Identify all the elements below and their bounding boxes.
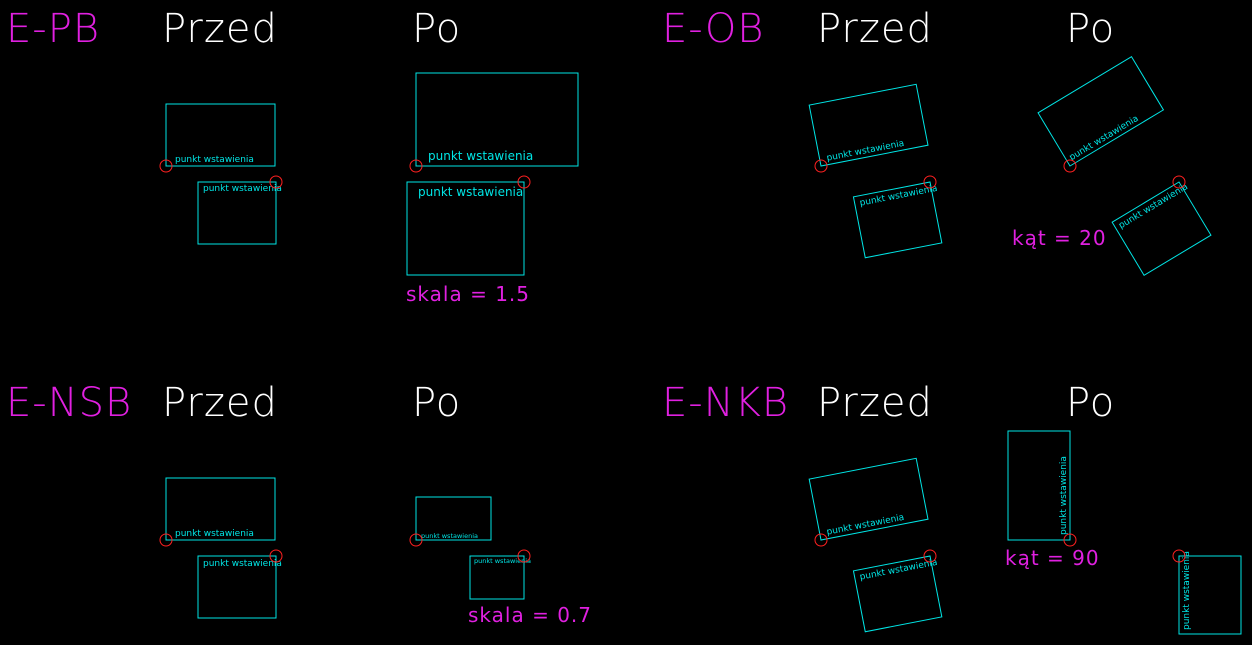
angle-note: kąt = 90: [1005, 546, 1100, 570]
before-heading: Przed: [162, 6, 278, 52]
insertion-point-marker: [1172, 549, 1186, 563]
panel-code: E-OB: [662, 6, 765, 52]
insertion-point-marker: [1063, 533, 1077, 547]
panel-code: E-NSB: [6, 380, 132, 426]
block-label: punkt wstawienia: [203, 559, 282, 569]
insertion-point-marker: [1063, 159, 1077, 173]
panel-e-pb: E-PB Przed Po punkt wstawienia punkt wst…: [6, 6, 579, 306]
after-heading: Po: [412, 380, 461, 426]
scale-note: skala = 1.5: [406, 282, 530, 306]
before-block-bottom: punkt wstawienia: [197, 549, 283, 619]
after-heading: Po: [1066, 6, 1115, 52]
scale-note: skala = 0.7: [468, 603, 592, 627]
before-heading: Przed: [817, 6, 933, 52]
insertion-point-marker: [159, 533, 173, 547]
insertion-point-marker: [923, 175, 937, 189]
after-heading: Po: [1066, 380, 1115, 426]
before-heading: Przed: [162, 380, 278, 426]
panel-code: E-NKB: [662, 380, 789, 426]
block-label: punkt wstawienia: [418, 185, 523, 199]
insertion-point-marker: [269, 175, 283, 189]
insertion-point-marker: [409, 159, 423, 173]
after-block-top: punkt wstawienia: [409, 72, 579, 173]
before-block-bottom: punkt wstawienia: [197, 175, 283, 245]
before-heading: Przed: [817, 380, 933, 426]
insertion-point-marker: [517, 549, 531, 563]
block-label: punkt wstawienia: [175, 529, 254, 539]
after-block-bottom: punkt wstawienia: [1178, 551, 1242, 635]
block-label: punkt wstawienia: [474, 557, 531, 565]
panel-code: E-PB: [6, 6, 100, 52]
after-heading: Po: [412, 6, 461, 52]
insertion-point-marker: [923, 549, 937, 563]
insertion-point-marker: [814, 533, 828, 547]
after-block-top: punkt wstawienia: [1007, 430, 1071, 541]
after-block-bottom: punkt wstawienia: [469, 549, 531, 600]
block-label: punkt wstawienia: [203, 184, 282, 194]
insertion-point-marker: [517, 175, 531, 189]
insertion-point-marker: [814, 159, 828, 173]
block-label: punkt wstawienia: [1059, 456, 1069, 535]
block-label: punkt wstawienia: [1182, 551, 1192, 630]
after-block-top: punkt wstawienia: [409, 496, 492, 547]
before-block-top: punkt wstawienia: [159, 477, 276, 547]
angle-note: kąt = 20: [1012, 226, 1107, 250]
after-block-bottom: punkt wstawienia: [406, 175, 531, 276]
panel-e-nsb: E-NSB Przed Po punkt wstawienia punkt ws…: [6, 380, 592, 627]
insertion-point-marker: [1172, 175, 1186, 189]
insertion-point-marker: [409, 533, 423, 547]
block-label: punkt wstawienia: [428, 149, 533, 163]
insertion-point-marker: [159, 159, 173, 173]
block-label: punkt wstawienia: [175, 155, 254, 165]
before-block-top: punkt wstawienia: [159, 103, 276, 173]
insertion-point-marker: [269, 549, 283, 563]
block-label: punkt wstawienia: [421, 532, 478, 540]
